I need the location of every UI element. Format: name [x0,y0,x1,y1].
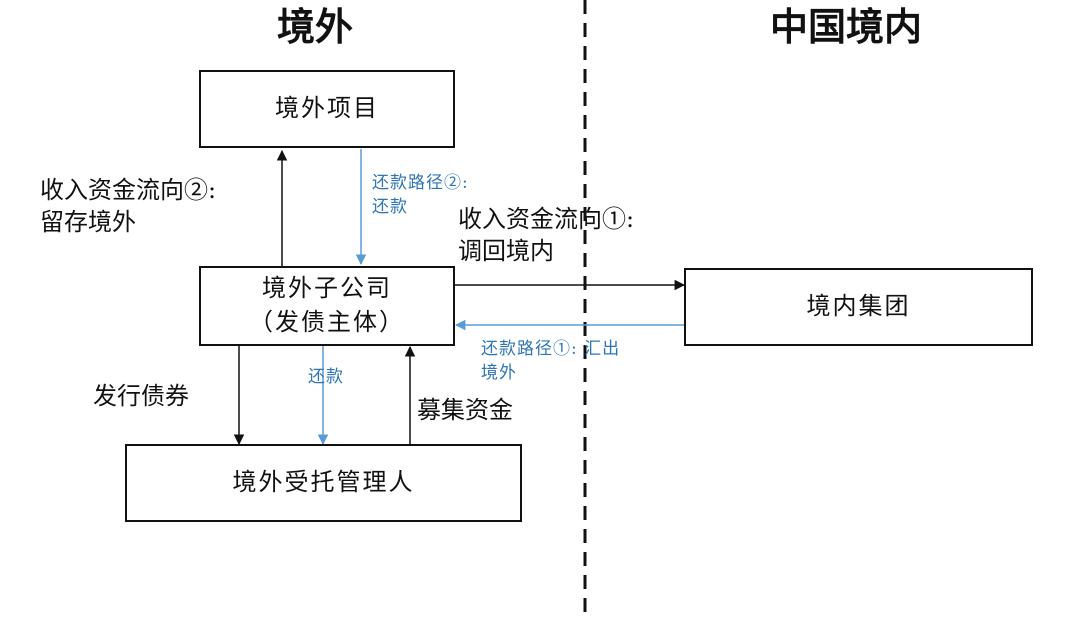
trustee-box: 境外受托管理人 [125,444,522,522]
repay-path-1-label: 还款路径①: 汇出 境外 [481,338,620,386]
overseas-heading: 境外 [277,5,354,49]
subsidiary-label-line1: 境外子公司 [262,274,392,303]
trustee-label: 境外受托管理人 [232,468,415,497]
domestic-group-box: 境内集团 [684,268,1033,346]
raise-funds-label: 募集资金 [417,396,513,424]
repay-path-1-line2: 境外 [481,362,517,383]
income-flow-1-label: 收入资金流向①: 调回境内 [458,203,634,268]
repay-label: 还款 [308,367,344,387]
income-flow-1-line1: 收入资金流向①: [458,205,635,233]
repay-path-2-label: 还款路径②: 还款 [372,172,469,220]
domestic-group-label: 境内集团 [806,292,911,321]
income-flow-1-line2: 调回境内 [458,237,554,266]
repay-path-2-line1: 还款路径②: [372,173,469,193]
subsidiary-box: 境外子公司 （发债主体） [199,266,455,346]
income-flow-2-label: 收入资金流向②: 留存境外 [40,174,216,239]
overseas-project-label: 境外项目 [275,94,379,123]
domestic-heading: 中国境内 [770,5,923,49]
repay-path-2-line2: 还款 [372,196,408,217]
subsidiary-label-line2: （发债主体） [249,308,405,336]
income-flow-2-line2: 留存境外 [40,208,136,237]
repay-path-1-line1: 还款路径①: 汇出 [481,339,621,359]
issue-bonds-label: 发行债券 [93,382,189,410]
income-flow-2-line1: 收入资金流向②: [40,176,217,204]
overseas-project-box: 境外项目 [199,70,455,148]
